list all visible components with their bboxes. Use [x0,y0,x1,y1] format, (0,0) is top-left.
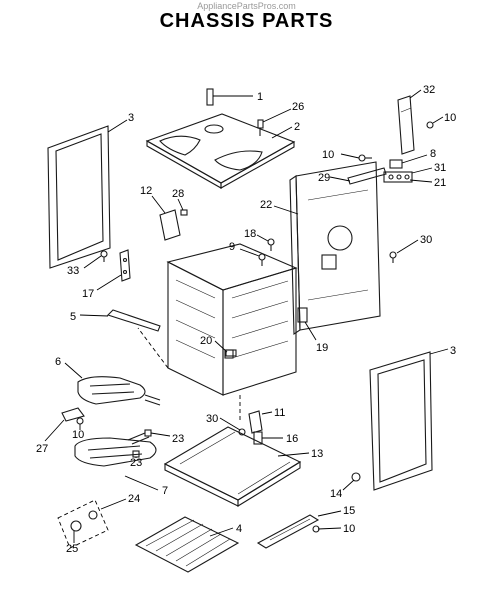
callout-23-a: 23 [172,433,184,445]
part-26-screw [257,108,292,136]
part-14-clip [342,472,361,491]
part-10-screw-mid [340,153,372,162]
part-12-insulation [151,195,181,241]
callout-15: 15 [343,505,355,517]
callout-24: 24 [128,493,140,505]
part-10-screw-bottom [312,525,342,533]
part-5-gasket-strip [79,309,161,332]
callout-11: 11 [274,407,285,419]
part-15-hinge-rail [256,510,342,549]
callout-5: 5 [70,311,76,323]
callout-1: 1 [257,91,263,103]
part-10-screw-broil [76,417,84,430]
oven-cavity [137,243,298,420]
part-11-30-16-hardware [219,410,283,445]
callout-33: 33 [67,265,79,277]
part-23-terminals [132,429,171,458]
callout-17: 17 [82,288,94,300]
part-4-oven-rack [134,516,240,573]
callout-2: 2 [294,121,300,133]
callout-14: 14 [330,488,342,500]
part-3-right-side-panel [369,348,449,491]
part-1-vent-stud [206,88,253,106]
callout-31: 31 [434,162,446,174]
callout-18: 18 [244,228,256,240]
part-24-25-kit [57,498,127,549]
callout-32: 32 [423,84,435,96]
callout-30-right: 30 [420,234,432,246]
part-33-screw [83,250,108,269]
part-13-drawer-liner [163,426,310,507]
part-28-screw [177,198,188,216]
callout-7: 7 [162,485,168,497]
callout-26: 26 [292,101,304,113]
callout-9: 9 [229,241,235,253]
part-7-bake-element [74,432,159,491]
callout-29: 29 [318,172,330,184]
callout-23-b: 23 [130,457,142,469]
part-19-bracket [297,307,317,341]
callout-19: 19 [316,342,328,354]
part-22-rear-panel [273,161,381,336]
callout-21: 21 [434,177,446,189]
callout-12: 12 [140,185,152,197]
part-3-left-side-panel [47,119,128,269]
part-2-top-cover [145,113,296,189]
callout-4: 4 [236,523,242,535]
part-20-sensor [225,349,237,357]
part-6-broil-element [64,362,161,406]
callout-6: 6 [55,356,61,368]
callout-20: 20 [200,335,212,347]
part-18-screw [256,234,275,251]
part-27-bracket [44,407,85,442]
callout-8: 8 [430,148,436,160]
callout-30-center: 30 [206,413,218,425]
watermark: AppliancePartsPros.com [197,1,296,11]
page-title: CHASSIS PARTS [159,10,334,32]
callout-13: 13 [311,448,323,460]
callout-25: 25 [66,543,78,555]
callout-3-right: 3 [450,345,456,357]
callout-28: 28 [172,188,184,200]
callout-16: 16 [286,433,298,445]
callout-numbers: 1 26 2 3 32 10 8 10 31 29 21 12 28 22 18… [36,84,456,555]
part-17-bracket [96,249,131,291]
callout-3-left: 3 [128,112,134,124]
part-9-screw [239,248,266,266]
callout-10-broil: 10 [72,429,84,441]
part-32-vent-trim [397,89,422,155]
callout-10-bottom: 10 [343,523,355,535]
callout-10-top-right: 10 [444,112,456,124]
part-8-31-21-terminal-block [383,154,433,183]
part-10-screw-top-right [426,116,444,129]
callout-27: 27 [36,443,48,455]
callout-10-mid: 10 [322,149,334,161]
part-30-screw-right [389,239,419,263]
part-29-wire-harness [329,167,387,185]
callout-22: 22 [260,199,272,211]
